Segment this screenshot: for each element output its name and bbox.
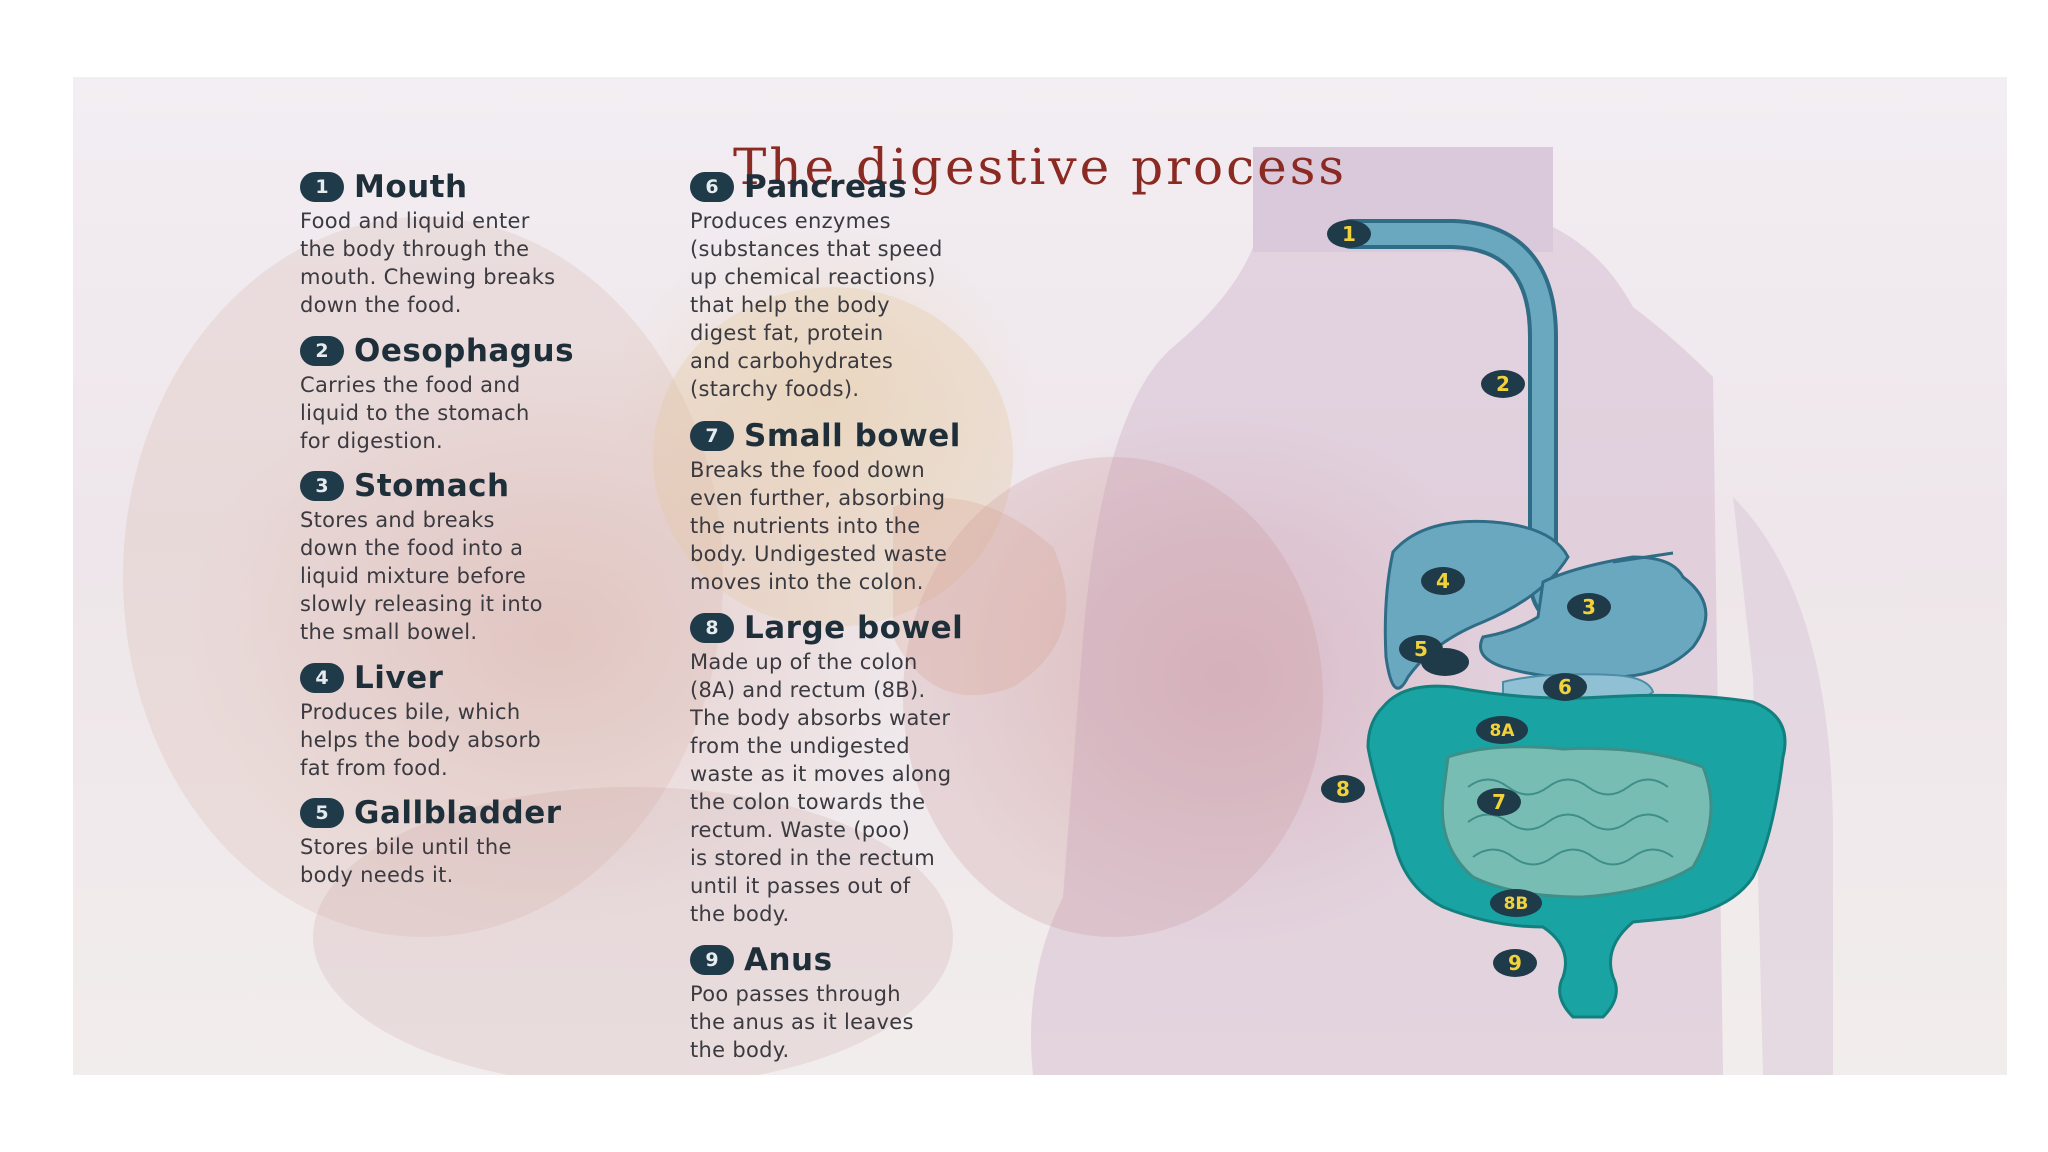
small-bowel-shape: [1440, 745, 1713, 899]
step-number-badge: 9: [690, 945, 734, 975]
step-number-badge: 1: [300, 172, 344, 202]
step-title: Anus: [744, 942, 833, 978]
step-number-badge: 8: [690, 613, 734, 643]
step-description: Food and liquid enter the body through t…: [300, 209, 556, 317]
digestive-tract-diagram: 1 2 3 4 5 6 7 8 8A 8B 9: [1321, 219, 1787, 1019]
step-pancreas: 6 Pancreas Produces enzymes (substances t…: [690, 167, 1030, 403]
step-title: Stomach: [354, 468, 510, 504]
diagram-marker-1: 1: [1327, 220, 1371, 248]
marker-label: 3: [1582, 595, 1596, 619]
step-small-bowel: 7 Small bowel Breaks the food down even f…: [690, 416, 1030, 596]
marker-label: 7: [1492, 790, 1506, 814]
step-number-badge: 7: [690, 421, 734, 451]
marker-label: 5: [1414, 637, 1428, 661]
marker-label: 2: [1496, 372, 1510, 396]
step-number-badge: 3: [300, 471, 344, 501]
marker-label: 4: [1436, 569, 1450, 593]
diagram-marker-4: 4: [1421, 567, 1465, 595]
marker-label: 8B: [1504, 894, 1529, 914]
step-title: Liver: [354, 660, 444, 696]
page-title: The digestive process: [732, 138, 1348, 196]
step-title: Oesophagus: [354, 333, 575, 369]
step-number-badge: 4: [300, 663, 344, 693]
step-number-badge: 6: [690, 172, 734, 202]
diagram-marker-8a: 8A: [1476, 716, 1528, 744]
step-anus: 9 Anus Poo passes through the anus as it …: [690, 940, 1030, 1064]
marker-label: 8: [1336, 777, 1350, 801]
step-description: Stores bile until the body needs it.: [300, 835, 512, 887]
step-description: Carries the food and liquid to the stoma…: [300, 373, 530, 453]
diagram-marker-5: 5: [1399, 635, 1443, 663]
step-description: Stores and breaks down the food into a l…: [300, 508, 543, 644]
step-title: Gallbladder: [354, 795, 562, 831]
slide: The digestive process 1 Mouth Food and li…: [73, 77, 2007, 1075]
step-stomach: 3 Stomach Stores and breaks down the food…: [300, 466, 640, 646]
step-large-bowel: 8 Large bowel Made up of the colon (8A) a…: [690, 608, 1030, 928]
step-title: Pancreas: [744, 169, 907, 205]
diagram-marker-3: 3: [1567, 593, 1611, 621]
step-title: Small bowel: [744, 418, 961, 454]
step-oesophagus: 2 Oesophagus Carries the food and liquid …: [300, 331, 640, 455]
step-title: Mouth: [354, 169, 468, 205]
diagram-marker-2: 2: [1481, 370, 1525, 398]
marker-label: 8A: [1490, 721, 1516, 741]
step-description: Produces enzymes (substances that speed …: [690, 209, 943, 401]
diagram-marker-8b: 8B: [1490, 889, 1542, 917]
marker-label: 1: [1342, 222, 1356, 246]
step-liver: 4 Liver Produces bile, which helps the bo…: [300, 658, 640, 782]
step-description: Breaks the food down even further, absor…: [690, 458, 948, 594]
marker-label: 6: [1558, 675, 1572, 699]
step-description: Made up of the colon (8A) and rectum (8B…: [690, 650, 952, 926]
step-gallbladder: 5 Gallbladder Stores bile until the body …: [300, 793, 640, 889]
diagram-marker-7: 7: [1477, 788, 1521, 816]
step-title: Large bowel: [744, 610, 964, 646]
diagram-marker-6: 6: [1543, 673, 1587, 701]
diagram-marker-8: 8: [1321, 775, 1365, 803]
marker-label: 9: [1508, 951, 1522, 975]
step-number-badge: 5: [300, 798, 344, 828]
step-number-badge: 2: [300, 336, 344, 366]
diagram-marker-9: 9: [1493, 949, 1537, 977]
step-description: Produces bile, which helps the body abso…: [300, 700, 542, 780]
step-mouth: 1 Mouth Food and liquid enter the body th…: [300, 167, 640, 319]
step-description: Poo passes through the anus as it leaves…: [690, 982, 914, 1062]
